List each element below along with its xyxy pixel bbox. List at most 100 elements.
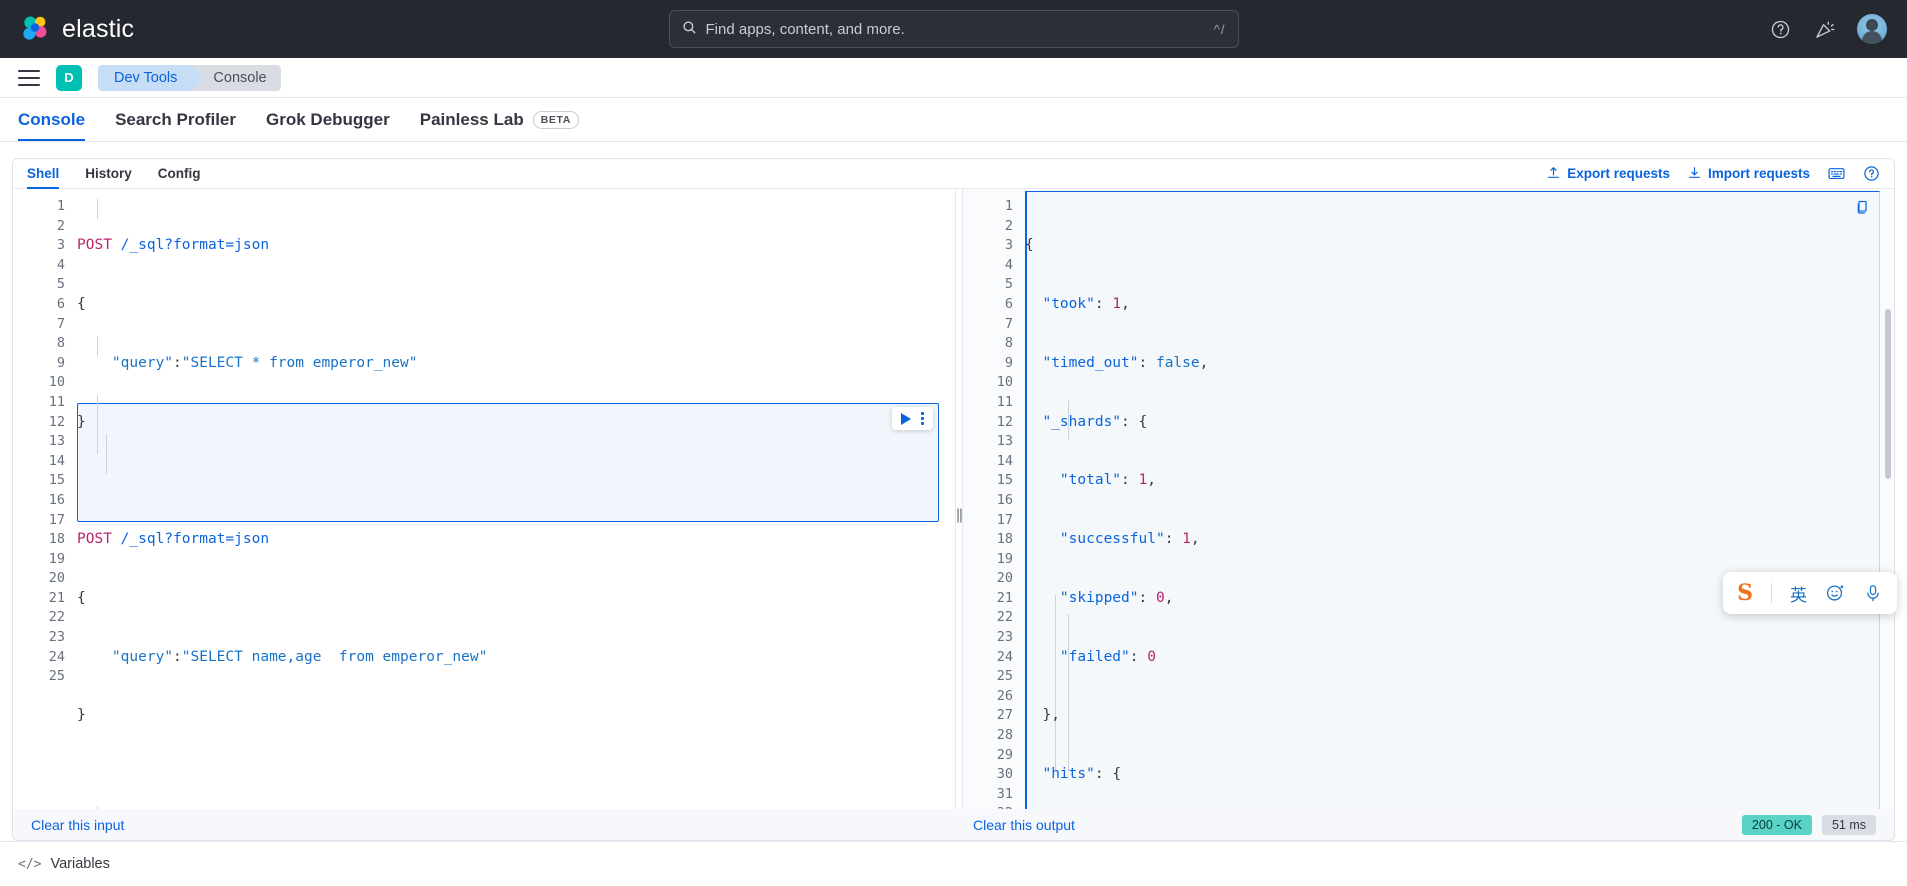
splitter-grip-icon: || [956,506,963,523]
code-line: "skipped": 0, [1059,589,1174,606]
code-line [77,765,955,785]
global-search[interactable]: Find apps, content, and more. ^/ [668,10,1239,48]
code-line: POST /_sql?format=json [77,531,270,548]
code-line [77,471,955,491]
code-line: "total": 1, [1059,472,1156,489]
console-panel: Shell History Config Export requests Imp… [12,158,1895,841]
breadcrumb: Dev Tools Console [98,64,281,91]
indent-guide [97,199,98,219]
code-line: }, [1042,707,1060,724]
beta-badge: BETA [532,111,579,129]
indent-guide [106,434,107,474]
breadcrumb-item-console[interactable]: Console [191,64,281,91]
play-icon[interactable] [901,412,911,425]
code-line: } [77,707,86,724]
code-line: { [1025,237,1034,254]
clear-output-button[interactable]: Clear this output [973,816,1075,833]
tab-search-profiler-label: Search Profiler [115,110,237,129]
elastic-mark-icon [20,14,50,44]
console-subtabs-bar: Shell History Config Export requests Imp… [13,159,1894,189]
code-line: } [77,413,86,430]
indent-guide [1068,400,1069,440]
code-line: "timed_out": false, [1042,354,1209,371]
code-icon: </> [18,856,42,872]
selected-request-highlight [77,403,939,522]
header-actions [1769,14,1887,44]
tab-search-profiler[interactable]: Search Profiler [115,110,236,141]
ime-language-toggle[interactable]: 英 [1790,585,1807,605]
search-placeholder: Find apps, content, and more. [705,20,905,38]
tab-grok-debugger[interactable]: Grok Debugger [266,110,390,141]
elastic-logo[interactable]: elastic [20,14,134,44]
export-requests-button[interactable]: Export requests [1547,166,1670,182]
help-circle-icon[interactable] [1863,165,1880,182]
subtab-shell[interactable]: Shell [27,159,59,189]
code-line: POST /_sql?format=json [77,237,270,254]
export-requests-label: Export requests [1567,166,1670,181]
status-badge: 200 - OK [1741,814,1812,835]
code-line: "failed": 0 [1059,648,1156,665]
code-line: "hits": { [1042,766,1122,783]
request-actions[interactable] [892,407,933,430]
code-line: "_shards": { [1042,413,1148,430]
pane-splitter[interactable]: || [955,189,963,840]
breadcrumb-item-dev-tools[interactable]: Dev Tools [98,64,204,91]
tab-painless-lab-label: Painless Lab [419,110,524,129]
menu-toggle-icon[interactable] [18,69,40,86]
variables-bar[interactable]: </> Variables [0,841,1907,886]
indent-guide [97,336,98,356]
code-line: "query":"SELECT name,age from emperor_ne… [111,648,488,665]
variables-label: Variables [50,856,110,872]
response-code[interactable]: { "took": 1, "timed_out": false, "_shard… [1025,197,1894,840]
code-line: "query":"SELECT * from emperor_new" [111,354,418,371]
clear-input-button[interactable]: Clear this input [31,816,125,833]
space-avatar[interactable]: D [56,64,82,91]
search-shortcut: ^/ [1213,21,1226,37]
indent-guide [1055,595,1056,771]
microphone-icon[interactable] [1863,583,1883,603]
sogou-logo-icon[interactable]: S [1737,580,1753,606]
subtab-history[interactable]: History [85,166,132,181]
tab-console-label: Console [18,110,86,129]
code-line: "successful": 1, [1059,531,1200,548]
import-requests-button[interactable]: Import requests [1688,166,1810,182]
response-frame [1025,191,1880,840]
announcement-icon[interactable] [1813,18,1835,40]
indent-guide [1068,614,1069,771]
user-avatar[interactable] [1857,14,1887,44]
smiley-icon[interactable] [1825,583,1845,603]
indent-guide [97,395,98,454]
help-icon[interactable] [1769,18,1791,40]
console-status-bar: Clear this input Clear this output 200 -… [12,809,1895,841]
breadcrumb-bar: D Dev Tools Console [0,58,1907,98]
code-line: { [77,589,86,606]
tab-painless-lab[interactable]: Painless Lab BETA [420,110,579,141]
copy-icon[interactable] [1852,197,1872,217]
brand-name: elastic [62,14,135,43]
response-scrollbar[interactable] [1885,309,1891,479]
import-icon [1688,166,1701,182]
export-icon [1547,166,1560,182]
ime-toolbar[interactable]: S 英 [1723,572,1897,614]
duration-badge: 51 ms [1821,814,1876,835]
tab-grok-debugger-label: Grok Debugger [266,110,390,129]
import-requests-label: Import requests [1707,166,1810,181]
global-header: elastic Find apps, content, and more. ^/ [0,0,1907,58]
request-code[interactable]: POST /_sql?format=json { "query":"SELECT… [77,197,955,840]
search-icon [682,20,697,39]
subtab-config[interactable]: Config [157,166,201,181]
more-actions-icon[interactable] [921,412,924,425]
keyboard-icon[interactable] [1828,167,1845,180]
devtools-tabs: Console Search Profiler Grok Debugger Pa… [0,98,1907,142]
code-line: { [77,295,86,312]
code-line: "took": 1, [1042,295,1130,312]
tab-console[interactable]: Console [18,110,85,141]
divider [1771,583,1772,603]
